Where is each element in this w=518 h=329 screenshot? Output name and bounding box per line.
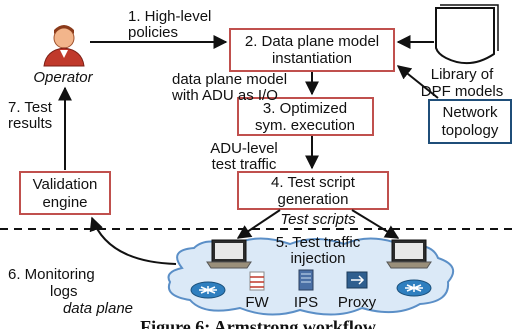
script-to-left-host-arrow xyxy=(236,209,281,239)
test-results-label-line1: 7. Test xyxy=(8,99,53,116)
script-to-right-host-arrow xyxy=(351,209,400,239)
right-host-laptop-icon xyxy=(386,239,432,269)
fw-label: FW xyxy=(245,294,269,311)
validation-label-line1: Validation xyxy=(33,176,98,193)
instantiation-label-line1: 2. Data plane model xyxy=(245,33,379,50)
adu-label-line1: ADU-level xyxy=(210,140,278,157)
monitoring-label-line1: 6. Monitoring xyxy=(8,266,95,283)
figure-caption: Figure 6: Armstrong workflow xyxy=(140,317,376,329)
operator-icon xyxy=(43,25,85,67)
instantiation-box xyxy=(229,28,395,72)
proxy-icon xyxy=(346,271,368,289)
dpm-io-label-line2: with ADU as I/O xyxy=(171,87,278,104)
topology-label-line2: topology xyxy=(442,122,499,139)
monitoring-logs-arrow xyxy=(89,216,177,265)
monitoring-label-line2: logs xyxy=(50,283,78,300)
library-label-line2: DPF models xyxy=(421,83,504,100)
adu-label-line2: test traffic xyxy=(212,156,277,173)
instantiation-label-line2: instantiation xyxy=(272,50,352,67)
left-host-laptop-icon xyxy=(206,239,252,269)
topology-label-line1: Network xyxy=(442,104,498,121)
left-router-icon xyxy=(190,281,226,299)
network-topology-box xyxy=(428,99,512,144)
right-router-icon xyxy=(396,279,432,297)
script-generation-box xyxy=(237,171,389,210)
dpm-io-label-line1: data plane model xyxy=(172,71,287,88)
policies-label-line1: 1. High-level xyxy=(128,8,211,25)
ips-icon xyxy=(298,269,314,291)
document-icon xyxy=(435,4,499,65)
library-label-line1: Library of xyxy=(431,66,494,83)
policies-label-line2: policies xyxy=(128,24,178,41)
injection-label-line1: 5. Test traffic xyxy=(276,234,361,251)
operator-label: Operator xyxy=(33,69,93,86)
symexec-box xyxy=(237,97,374,136)
validation-label-line2: engine xyxy=(42,194,87,211)
symexec-label-line2: sym. execution xyxy=(255,117,355,134)
symexec-label-line1: 3. Optimized xyxy=(263,100,347,117)
script-generation-label-line2: generation xyxy=(278,191,349,208)
injection-label-line2: injection xyxy=(290,250,345,267)
script-generation-label-line1: 4. Test script xyxy=(271,174,356,191)
topology-arrow xyxy=(396,65,439,99)
test-scripts-label: Test scripts xyxy=(280,211,356,228)
validation-engine-box xyxy=(19,171,111,215)
test-results-label-line2: results xyxy=(8,115,52,132)
ips-label: IPS xyxy=(294,294,318,311)
firewall-icon xyxy=(249,271,265,291)
proxy-label: Proxy xyxy=(338,294,377,311)
dataplane-label: data plane xyxy=(63,300,133,317)
